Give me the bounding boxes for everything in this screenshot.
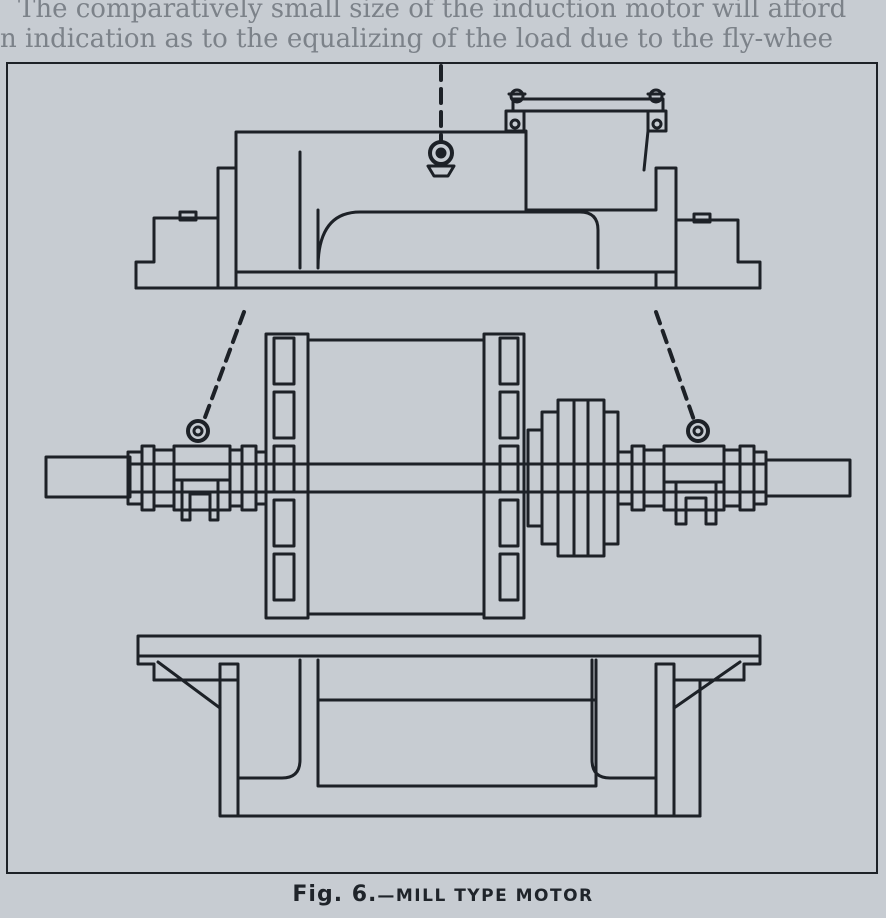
- left-bearing: [126, 419, 268, 522]
- top-lifting-eye: [426, 64, 456, 178]
- bleed-through-text-1: The comparatively small size of the indu…: [18, 0, 847, 24]
- top-bracket: [504, 88, 668, 212]
- top-frame: [134, 130, 762, 290]
- bottom-frame: [136, 634, 762, 818]
- armature: [264, 332, 526, 620]
- shaft: [44, 455, 852, 499]
- brake-discs: [526, 398, 620, 558]
- figure-number: Fig. 6.: [292, 882, 378, 907]
- right-bearing: [616, 419, 768, 526]
- bearing-lift-lines: [202, 310, 696, 422]
- figure-title: —MILL TYPE MOTOR: [377, 886, 594, 906]
- figure-frame: [6, 62, 878, 874]
- bleed-through-text-2: n indication as to the equalizing of the…: [0, 24, 834, 54]
- figure-caption: Fig. 6.—MILL TYPE MOTOR: [0, 882, 886, 907]
